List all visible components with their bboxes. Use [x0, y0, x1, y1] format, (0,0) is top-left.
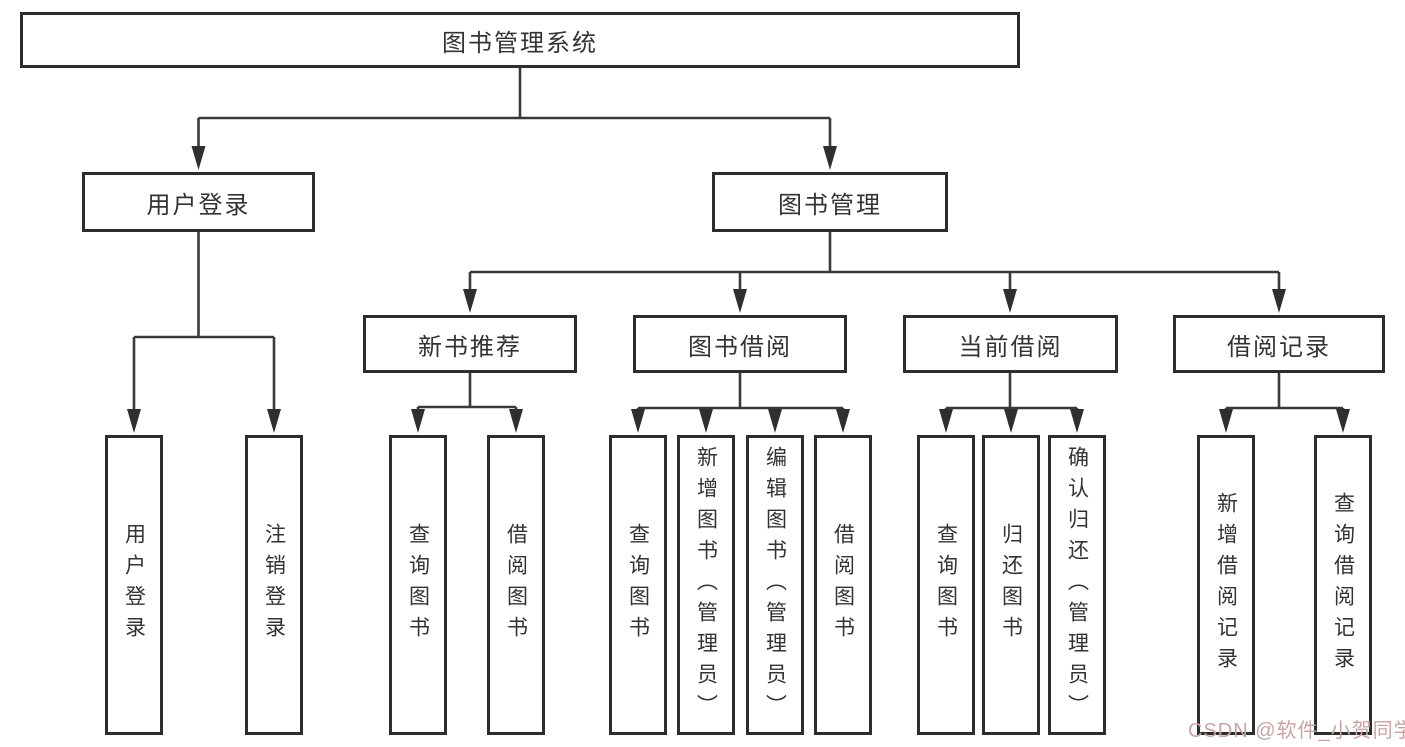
- arrowhead: [823, 146, 837, 170]
- node-new-book-recommend-label: 新书推荐: [418, 333, 522, 361]
- leaf-confirm-return-admin-label: 确认归还（管理员）: [1065, 445, 1089, 725]
- arrowhead: [267, 409, 281, 433]
- leaf-borrow-books-recommend: 借阅图书: [487, 435, 545, 735]
- arrowhead: [1003, 289, 1017, 313]
- leaf-logout-label: 注销登录: [262, 523, 286, 647]
- arrowhead: [733, 289, 747, 313]
- node-borrow-records: 借阅记录: [1173, 315, 1385, 373]
- leaf-logout: 注销登录: [245, 435, 303, 735]
- node-library-system-label: 图书管理系统: [442, 29, 598, 57]
- arrowhead: [127, 409, 141, 433]
- leaf-user-login: 用户登录: [105, 435, 163, 735]
- leaf-query-books-recommend-label: 查询图书: [406, 523, 430, 647]
- leaf-query-borrow-record: 查询借阅记录: [1314, 435, 1372, 735]
- leaf-query-books-current-label: 查询图书: [934, 523, 958, 647]
- arrowhead: [411, 409, 425, 433]
- watermark: CSDN @软件_小贺同学: [1188, 720, 1405, 742]
- leaf-confirm-return-admin: 确认归还（管理员）: [1048, 435, 1106, 735]
- arrowhead: [768, 409, 782, 433]
- leaf-edit-books-admin-label: 编辑图书（管理员）: [763, 445, 787, 725]
- node-new-book-recommend: 新书推荐: [363, 315, 577, 373]
- connector-book-management-to-level3: [463, 232, 1286, 313]
- arrowhead: [463, 289, 477, 313]
- node-user-login: 用户登录: [82, 172, 315, 232]
- leaf-return-books-label: 归还图书: [999, 523, 1023, 647]
- leaf-query-books-current: 查询图书: [917, 435, 975, 735]
- connector-book-borrow-to-leaves: [631, 373, 850, 433]
- connector-current-borrow-to-leaves: [939, 373, 1084, 433]
- leaf-add-books-admin: 新增图书（管理员）: [677, 435, 735, 735]
- node-current-borrow-label: 当前借阅: [958, 333, 1063, 361]
- node-book-borrow-label: 图书借阅: [688, 333, 792, 361]
- leaf-borrow-books: 借阅图书: [814, 435, 872, 735]
- leaf-add-borrow-record: 新增借阅记录: [1197, 435, 1255, 735]
- leaf-add-borrow-record-label: 新增借阅记录: [1214, 492, 1238, 678]
- arrowhead: [939, 409, 953, 433]
- leaf-borrow-books-label: 借阅图书: [831, 523, 855, 647]
- connector-user-login-to-leaves: [127, 232, 281, 433]
- leaf-borrow-books-recommend-label: 借阅图书: [504, 523, 528, 647]
- node-user-login-label: 用户登录: [146, 191, 251, 219]
- leaf-edit-books-admin: 编辑图书（管理员）: [746, 435, 804, 735]
- connector-borrow-records-to-leaves: [1219, 373, 1350, 433]
- arrowhead: [1219, 409, 1233, 433]
- node-book-management-label: 图书管理: [778, 191, 882, 219]
- leaf-add-books-admin-label: 新增图书（管理员）: [694, 445, 718, 725]
- arrowhead: [631, 409, 645, 433]
- leaf-query-books-borrow: 查询图书: [609, 435, 667, 735]
- node-book-borrow: 图书借阅: [633, 315, 847, 373]
- arrowhead: [1272, 289, 1286, 313]
- arrowhead: [191, 146, 206, 170]
- arrowhead: [1070, 409, 1084, 433]
- node-book-management: 图书管理: [712, 172, 948, 232]
- arrowhead: [699, 409, 713, 433]
- arrowhead: [1336, 409, 1350, 433]
- leaf-query-books-recommend: 查询图书: [389, 435, 447, 735]
- arrowhead: [836, 409, 850, 433]
- node-borrow-records-label: 借阅记录: [1227, 333, 1331, 361]
- node-library-system: 图书管理系统: [20, 12, 1020, 68]
- leaf-query-books-borrow-label: 查询图书: [626, 523, 650, 647]
- arrowhead: [1004, 409, 1018, 433]
- connector-new-book-to-leaves: [411, 373, 523, 433]
- leaf-return-books: 归还图书: [982, 435, 1040, 735]
- leaf-user-login-label: 用户登录: [122, 523, 146, 647]
- leaf-query-borrow-record-label: 查询借阅记录: [1331, 492, 1355, 678]
- connector-root-to-level2: [191, 68, 837, 170]
- arrowhead: [509, 409, 523, 433]
- node-current-borrow: 当前借阅: [903, 315, 1118, 373]
